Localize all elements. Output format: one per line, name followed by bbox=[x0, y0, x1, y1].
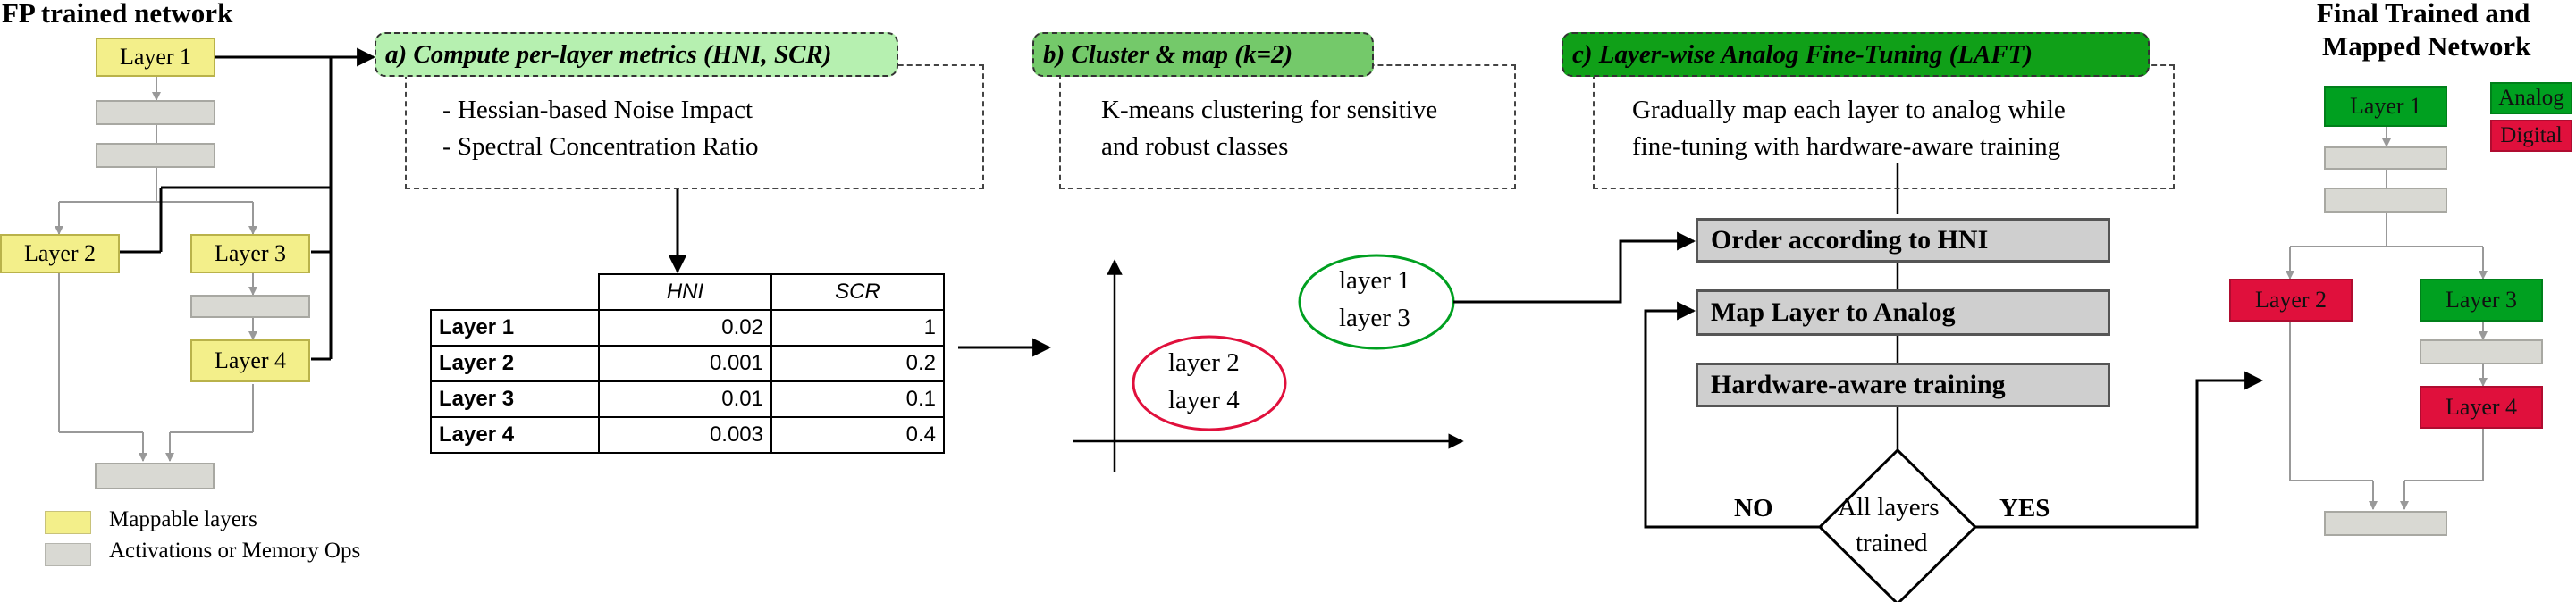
fp-layer1: Layer 1 bbox=[96, 38, 215, 77]
stage-c-panel bbox=[1593, 64, 2175, 189]
sensitive-cluster-ellipse bbox=[1132, 335, 1287, 431]
stage-a-panel bbox=[405, 64, 984, 189]
table-row: Layer 4 0.003 0.4 bbox=[430, 416, 945, 454]
decision-yes-label: YES bbox=[1999, 494, 2050, 523]
table-header-scr: SCR bbox=[770, 273, 945, 311]
final-title-line1: Final Trained and bbox=[2317, 0, 2530, 29]
flow-step-map: Map Layer to Analog bbox=[1696, 289, 2110, 336]
decision-no-label: NO bbox=[1734, 494, 1773, 523]
fp-activation-op bbox=[190, 295, 310, 318]
final-layer2-label: Layer 2 bbox=[2254, 287, 2328, 313]
fp-network-title: FP trained network bbox=[2, 0, 233, 29]
hni-value: 0.001 bbox=[598, 345, 772, 382]
table-row: Layer 1 0.02 1 bbox=[430, 309, 945, 347]
legend-analog: Analog bbox=[2490, 82, 2572, 114]
stage-c-title: c) Layer-wise Analog Fine-Tuning (LAFT) bbox=[1572, 39, 2033, 69]
hni-value: 0.01 bbox=[598, 380, 772, 418]
metrics-table: HNI SCR Layer 1 0.02 1 Layer 2 0.001 0.2… bbox=[430, 273, 945, 454]
fp-layer4: Layer 4 bbox=[190, 339, 310, 382]
stage-c-line2: fine-tuning with hardware-aware training bbox=[1632, 132, 2061, 161]
final-title-line2: Mapped Network bbox=[2322, 30, 2531, 62]
decision-label-1: All layers bbox=[1838, 493, 1940, 522]
final-layer2: Layer 2 bbox=[2229, 279, 2353, 322]
robust-cluster-label-1: layer 1 bbox=[1339, 266, 1410, 295]
stage-c-header: c) Layer-wise Analog Fine-Tuning (LAFT) bbox=[1562, 32, 2150, 77]
row-label: Layer 4 bbox=[430, 416, 600, 454]
decision-label-2: trained bbox=[1856, 529, 1928, 557]
final-layer1-label: Layer 1 bbox=[2349, 93, 2422, 119]
stage-c-line1: Gradually map each layer to analog while bbox=[1632, 96, 2066, 124]
scr-value: 0.1 bbox=[770, 380, 945, 418]
stage-a-line2: - Spectral Concentration Ratio bbox=[442, 132, 759, 161]
flow-step-order-label: Order according to HNI bbox=[1711, 225, 1989, 255]
fp-activation-op bbox=[96, 100, 215, 125]
fp-layer2-label: Layer 2 bbox=[23, 240, 97, 266]
final-layer4: Layer 4 bbox=[2420, 386, 2543, 429]
final-layer1: Layer 1 bbox=[2324, 86, 2447, 127]
table-row: Layer 3 0.01 0.1 bbox=[430, 380, 945, 418]
fp-activation-op bbox=[96, 143, 215, 168]
stage-b-line1: K-means clustering for sensitive bbox=[1101, 96, 1438, 124]
final-layer4-label: Layer 4 bbox=[2445, 394, 2518, 420]
flow-step-order: Order according to HNI bbox=[1696, 218, 2110, 263]
flow-step-hw-training-label: Hardware-aware training bbox=[1711, 370, 2006, 399]
stage-b-panel bbox=[1059, 64, 1516, 189]
legend-analog-label: Analog bbox=[2498, 86, 2564, 110]
hni-value: 0.003 bbox=[598, 416, 772, 454]
fp-layer2: Layer 2 bbox=[0, 234, 120, 273]
final-activation-op bbox=[2324, 146, 2447, 170]
final-output-op bbox=[2324, 511, 2447, 536]
table-header-hni: HNI bbox=[598, 273, 772, 311]
row-label: Layer 3 bbox=[430, 380, 600, 418]
scr-value: 0.4 bbox=[770, 416, 945, 454]
flow-step-map-label: Map Layer to Analog bbox=[1711, 297, 1956, 327]
final-layer3: Layer 3 bbox=[2420, 279, 2543, 322]
stage-a-header: a) Compute per-layer metrics (HNI, SCR) bbox=[375, 32, 898, 77]
fp-layer3: Layer 3 bbox=[190, 234, 310, 273]
final-activation-op bbox=[2420, 339, 2543, 364]
legend-mappable-label: Mappable layers bbox=[109, 507, 257, 531]
hni-value: 0.02 bbox=[598, 309, 772, 347]
legend-digital-label: Digital bbox=[2500, 123, 2563, 147]
stage-a-title: a) Compute per-layer metrics (HNI, SCR) bbox=[385, 39, 832, 69]
fp-output-op bbox=[95, 463, 215, 489]
legend-mappable-swatch bbox=[45, 511, 91, 534]
table-row: Layer 2 0.001 0.2 bbox=[430, 345, 945, 382]
table-header-row: HNI SCR bbox=[431, 273, 945, 311]
sensitive-cluster-label-2: layer 4 bbox=[1168, 386, 1240, 414]
table-corner bbox=[431, 274, 599, 310]
sensitive-cluster-label-1: layer 2 bbox=[1168, 348, 1240, 377]
scr-value: 0.2 bbox=[770, 345, 945, 382]
legend-activation-swatch bbox=[45, 543, 91, 566]
stage-b-header: b) Cluster & map (k=2) bbox=[1032, 32, 1374, 77]
scr-value: 1 bbox=[770, 309, 945, 347]
fp-layer4-label: Layer 4 bbox=[214, 347, 287, 373]
final-layer3-label: Layer 3 bbox=[2445, 287, 2518, 313]
fp-layer1-label: Layer 1 bbox=[119, 44, 192, 70]
row-label: Layer 2 bbox=[430, 345, 600, 382]
stage-a-line1: - Hessian-based Noise Impact bbox=[442, 96, 753, 124]
legend-activation-label: Activations or Memory Ops bbox=[109, 539, 361, 563]
stage-b-title: b) Cluster & map (k=2) bbox=[1043, 39, 1293, 69]
legend-digital: Digital bbox=[2490, 120, 2572, 152]
robust-cluster-label-2: layer 3 bbox=[1339, 304, 1410, 332]
row-label: Layer 1 bbox=[430, 309, 600, 347]
decision-diamond bbox=[1817, 447, 1978, 602]
fp-layer3-label: Layer 3 bbox=[214, 240, 287, 266]
flow-step-hw-training: Hardware-aware training bbox=[1696, 363, 2110, 407]
stage-b-line2: and robust classes bbox=[1101, 132, 1289, 161]
final-activation-op bbox=[2324, 188, 2447, 213]
